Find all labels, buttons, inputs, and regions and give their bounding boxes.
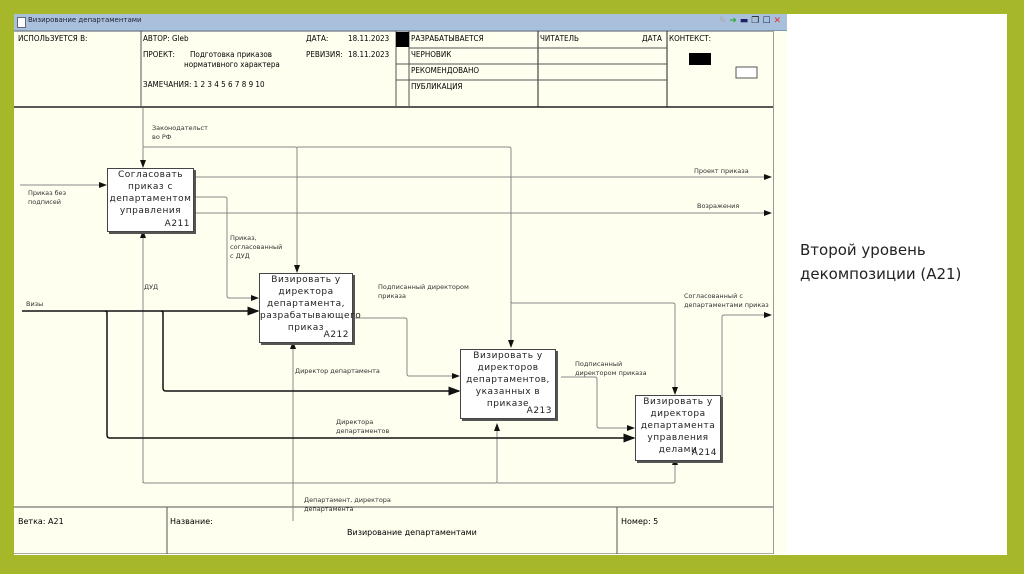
arrow-signed-1 xyxy=(353,317,460,379)
arrow-law-branch-a213 xyxy=(297,146,514,348)
arrow-signed-2 xyxy=(561,376,635,431)
project-label: ПРОЕКТ: xyxy=(143,50,175,59)
label-project-order: Проект приказа xyxy=(694,167,749,175)
revision-value: 18.11.2023 xyxy=(348,50,390,59)
box-text: Визировать у xyxy=(271,275,341,285)
box-text: управления xyxy=(119,206,182,216)
window-controls: ✎ ➜ ▬ ❐ ☐ ✕ xyxy=(719,16,781,27)
minimize-icon[interactable]: ▬ xyxy=(739,16,749,26)
arrow-agreed-order xyxy=(719,312,772,429)
box-text: приказе xyxy=(486,399,530,409)
close-icon[interactable]: ✕ xyxy=(773,16,781,26)
name-label: Название: xyxy=(170,517,213,526)
green-arrow-icon[interactable]: ➜ xyxy=(729,16,737,26)
box-text: департаментов, xyxy=(466,375,550,385)
notes-field: ЗАМЕЧАНИЯ: 1 2 3 4 5 6 7 8 9 10 xyxy=(143,80,265,89)
activity-box-a212[interactable]: Визировать у директора департамента, раз… xyxy=(259,273,362,343)
status-in-development: РАЗРАБАТЫВАЕТСЯ xyxy=(411,34,484,43)
box-text: департамента xyxy=(640,421,716,431)
pencil-icon[interactable]: ✎ xyxy=(718,16,727,26)
date-value: 18.11.2023 xyxy=(348,34,390,43)
box-text: департамента, xyxy=(267,299,345,309)
box-text: Согласовать xyxy=(117,170,184,180)
reader-date-label: ДАТА xyxy=(642,34,662,43)
slide-caption: Второй уровень декомпозиции (А21) xyxy=(800,238,961,286)
box-text: директора xyxy=(650,409,706,419)
box-text: директора xyxy=(278,287,334,297)
label-dept-director: Директор департамента xyxy=(295,367,380,375)
box-text: приказ xyxy=(287,323,325,333)
revision-label: РЕВИЗИЯ: xyxy=(306,50,343,59)
node-field: Ветка: A21 xyxy=(18,517,64,526)
frame-lines xyxy=(14,31,773,554)
box-number: A213 xyxy=(526,406,552,416)
arrow-law-branch-a214 xyxy=(510,300,678,395)
idef0-window: Визирование департаментами ✎ ➜ ▬ ❐ ☐ ✕ xyxy=(14,14,787,554)
arrow-visas-a214 xyxy=(104,310,636,443)
box-number: A214 xyxy=(691,448,717,458)
box-number: A211 xyxy=(164,219,190,229)
title-bar: Визирование департаментами ✎ ➜ ▬ ❐ ☐ ✕ xyxy=(14,14,787,31)
activity-box-a214[interactable]: Визировать у директора департамента упра… xyxy=(635,395,721,461)
project-line-2: нормативного характера xyxy=(184,60,280,69)
project-line-1: Подготовка приказов xyxy=(190,50,273,59)
label-visas: Визы xyxy=(26,300,44,308)
box-text: управления xyxy=(647,433,709,443)
activity-box-a211[interactable]: Согласовать приказ с департаментом управ… xyxy=(107,168,194,232)
arrow-law xyxy=(142,108,300,273)
activity-box-a213[interactable]: Визировать у директоров департаментов, у… xyxy=(460,349,556,419)
label-dud: ДУД xyxy=(144,283,159,291)
box-text: Визировать у xyxy=(473,351,543,361)
status-recommended: РЕКОМЕНДОВАНО xyxy=(411,66,480,75)
document-icon xyxy=(17,17,26,28)
diagram-name: Визирование департаментами xyxy=(347,528,477,537)
caption-line-1: Второй уровень xyxy=(800,241,926,259)
used-in-label: ИСПОЛЬЗУЕТСЯ В: xyxy=(18,34,88,43)
box-text: делами xyxy=(658,445,698,455)
reader-label: ЧИТАТЕЛЬ xyxy=(540,34,579,43)
box-text: приказ с xyxy=(128,182,173,192)
box-text: разрабатывающего xyxy=(260,311,362,321)
author-field: АВТОР: Gleb xyxy=(143,34,189,43)
box-text: указанных в xyxy=(475,387,541,397)
caption-line-2: декомпозиции (А21) xyxy=(800,265,962,283)
box-text: Визировать у xyxy=(643,397,713,407)
arrow-order-agreed-dud xyxy=(194,196,259,301)
status-publication: ПУБЛИКАЦИЯ xyxy=(411,82,463,91)
maximize-icon[interactable]: ☐ xyxy=(762,16,771,26)
context-label: КОНТЕКСТ: xyxy=(669,34,712,43)
status-draft: ЧЕРНОВИК xyxy=(411,50,452,59)
date-label: ДАТА: xyxy=(306,34,329,43)
arrow-dud-bottom xyxy=(142,423,500,484)
box-text: департаментом xyxy=(109,194,192,204)
restore-icon[interactable]: ❐ xyxy=(751,16,760,26)
arrow-dud-to-a214 xyxy=(497,457,678,484)
number-field: Номер: 5 xyxy=(621,517,659,526)
label-objections: Возражения xyxy=(697,202,740,210)
arrows-layer xyxy=(20,108,772,521)
box-number: A212 xyxy=(323,330,349,340)
arrow-visas-a213 xyxy=(160,310,461,396)
diagram-frame: ИСПОЛЬЗУЕТСЯ В: АВТОР: Gleb ПРОЕКТ: Подг… xyxy=(14,31,774,554)
window-title: Визирование департаментами xyxy=(28,16,142,24)
box-text: директоров xyxy=(477,363,539,373)
